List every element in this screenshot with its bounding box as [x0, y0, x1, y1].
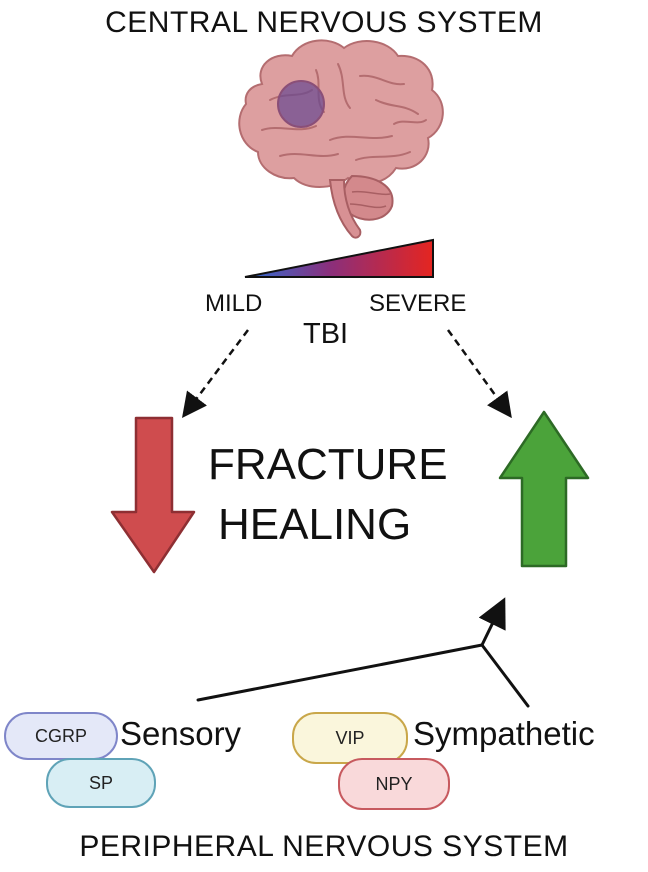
mild-dashed-arrow	[182, 329, 249, 418]
brain-icon	[238, 39, 444, 239]
up-arrow-icon	[498, 410, 590, 568]
vip-pill: VIP	[292, 712, 408, 764]
pns-title: PERIPHERAL NERVOUS SYSTEM	[79, 830, 569, 863]
pns-convergence-lines	[196, 597, 530, 708]
down-arrow-icon	[110, 416, 196, 574]
npy-pill: NPY	[338, 758, 450, 810]
fracture-label: FRACTURE	[208, 440, 448, 489]
severity-gradient-wedge	[244, 238, 434, 278]
healing-label: HEALING	[218, 500, 412, 549]
cgrp-pill: CGRP	[4, 712, 118, 760]
severe-dashed-arrow	[446, 329, 512, 419]
cns-title: CENTRAL NERVOUS SYSTEM	[105, 6, 543, 39]
sympathetic-label: Sympathetic	[413, 715, 595, 752]
sp-pill: SP	[46, 758, 156, 808]
severe-label: SEVERE	[369, 290, 467, 317]
lesion-marker	[277, 80, 325, 128]
tbi-label: TBI	[303, 318, 349, 350]
mild-label: MILD	[205, 290, 263, 317]
sensory-label: Sensory	[120, 715, 242, 752]
